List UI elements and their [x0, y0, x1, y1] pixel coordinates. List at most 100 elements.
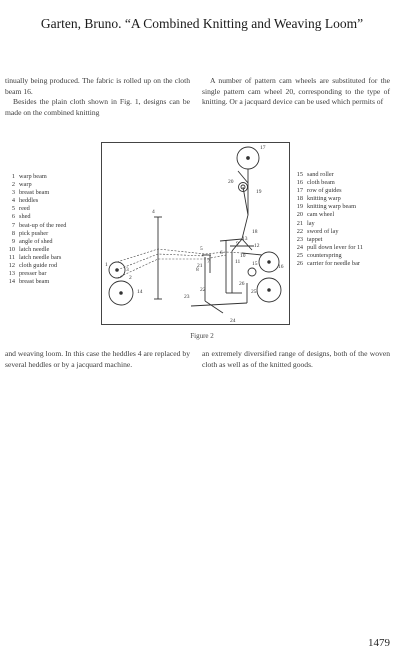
legend-item: 22 sword of lay	[292, 228, 392, 236]
legend-item: 17 row of guides	[292, 187, 392, 195]
loom-diagram-drawing: 17 20 19 18 16 2 1 3 4 5 6 7 8 9 10 11 1…	[105, 145, 284, 324]
svg-text:16: 16	[278, 264, 284, 270]
legend-label: latch needle bars	[19, 253, 62, 261]
legend-label: shed	[19, 213, 31, 221]
legend-number: 14	[8, 278, 15, 286]
paragraph: A number of pattern cam wheels are subst…	[202, 76, 390, 107]
legend-number: 22	[296, 227, 303, 235]
legend-number: 10	[8, 245, 15, 253]
legend-label: sword of lay	[307, 227, 339, 235]
legend-label: tappet	[307, 235, 323, 243]
legend-item: 16 cloth beam	[292, 179, 392, 187]
legend-number: 19	[296, 203, 303, 211]
legend-number: 6	[11, 213, 15, 221]
legend-label: sand roller	[307, 171, 334, 178]
page-number: 1479	[368, 637, 390, 649]
knitting-warp-beam	[238, 182, 248, 192]
legend-label: angle of shed	[19, 237, 53, 245]
legend-item: 9 angle of shed	[4, 238, 94, 246]
legend-number: 16	[296, 179, 303, 187]
legend-label: heddles	[19, 197, 39, 205]
legend-number: 2	[11, 181, 15, 189]
svg-text:1: 1	[105, 262, 108, 268]
legend-item: 2 warp	[4, 181, 94, 189]
svg-text:2: 2	[129, 275, 132, 281]
legend-label: pull down lever for 11	[307, 243, 364, 251]
legend-number: 3	[11, 189, 15, 197]
sand-roller	[258, 251, 280, 273]
legend-number: 9	[11, 237, 15, 245]
legend-number: 7	[11, 221, 15, 229]
svg-text:3: 3	[126, 267, 129, 273]
figure-legend-right: 15 sand roller 16 cloth beam 17 row of guides…	[292, 171, 392, 268]
svg-text:9: 9	[236, 241, 239, 247]
legend-number: 8	[11, 229, 15, 237]
legend-number: 11	[8, 253, 15, 261]
legend-number: 17	[296, 187, 303, 195]
legend-number: 24	[296, 243, 303, 251]
legend-label: warp	[19, 181, 32, 189]
breast-beam-lower	[108, 280, 134, 306]
counterspring-roller	[247, 267, 257, 277]
legend-number: 20	[296, 211, 303, 219]
legend-item: 7 beat-up of the reed	[4, 222, 94, 230]
text-column-right-bottom: an extremely diversified range of design…	[202, 349, 390, 370]
legend-number: 18	[296, 195, 303, 203]
svg-text:8: 8	[196, 267, 199, 273]
svg-text:4: 4	[152, 209, 155, 215]
svg-text:12: 12	[254, 243, 260, 249]
legend-label: lay	[307, 219, 315, 227]
legend-number: 26	[296, 260, 303, 268]
paragraph: tinually being produced. The fabric is r…	[5, 76, 190, 96]
text-column-right-top: A number of pattern cam wheels are subst…	[202, 76, 390, 108]
svg-text:14: 14	[137, 289, 143, 295]
svg-text:6: 6	[220, 250, 223, 256]
loom-diagram: 17 20 19 18 16 2 1 3 4 5 6 7 8 9 10 11 1…	[101, 142, 290, 325]
text-column-left-bottom: and weaving loom. In this case the heddl…	[5, 349, 190, 370]
legend-item: 26 carrier for needle bar	[292, 260, 392, 268]
legend-item: 4 heddles	[4, 197, 94, 205]
svg-text:25: 25	[251, 289, 257, 295]
legend-label: beat-up of the reed	[19, 221, 67, 229]
legend-label: knitting warp beam	[307, 203, 356, 211]
legend-item: 15 sand roller	[292, 171, 392, 179]
legend-number: 21	[296, 219, 303, 227]
legend-label: cloth beam	[307, 179, 335, 187]
text-column-left-top: tinually being produced. The fabric is r…	[5, 76, 190, 118]
svg-text:15: 15	[252, 261, 258, 267]
legend-number: 23	[296, 235, 303, 243]
legend-number: 4	[11, 197, 15, 205]
svg-text:5: 5	[200, 246, 203, 252]
svg-text:18: 18	[252, 229, 258, 235]
legend-label: row of guides	[307, 187, 342, 195]
figure-caption: Figure 2	[190, 332, 214, 340]
paragraph: an extremely diversified range of design…	[202, 349, 390, 369]
paragraph: Besides the plain cloth shown in Fig. 1,…	[5, 97, 190, 117]
svg-text:17: 17	[260, 145, 266, 151]
legend-item: 21 lay	[292, 220, 392, 228]
svg-text:19: 19	[256, 189, 262, 195]
legend-number: 15	[296, 171, 303, 178]
legend-label: reed	[19, 205, 30, 213]
legend-number: 1	[11, 173, 15, 180]
svg-text:24: 24	[230, 318, 236, 324]
svg-text:21: 21	[197, 263, 203, 269]
legend-number: 13	[8, 270, 15, 278]
svg-text:23: 23	[184, 294, 190, 300]
legend-label: carrier for needle bar	[307, 260, 360, 268]
svg-text:20: 20	[228, 179, 234, 185]
cloth-beam	[256, 277, 282, 303]
legend-item: 6 shed	[4, 213, 94, 221]
svg-text:10: 10	[240, 253, 246, 259]
legend-label: counterspring	[307, 251, 342, 259]
